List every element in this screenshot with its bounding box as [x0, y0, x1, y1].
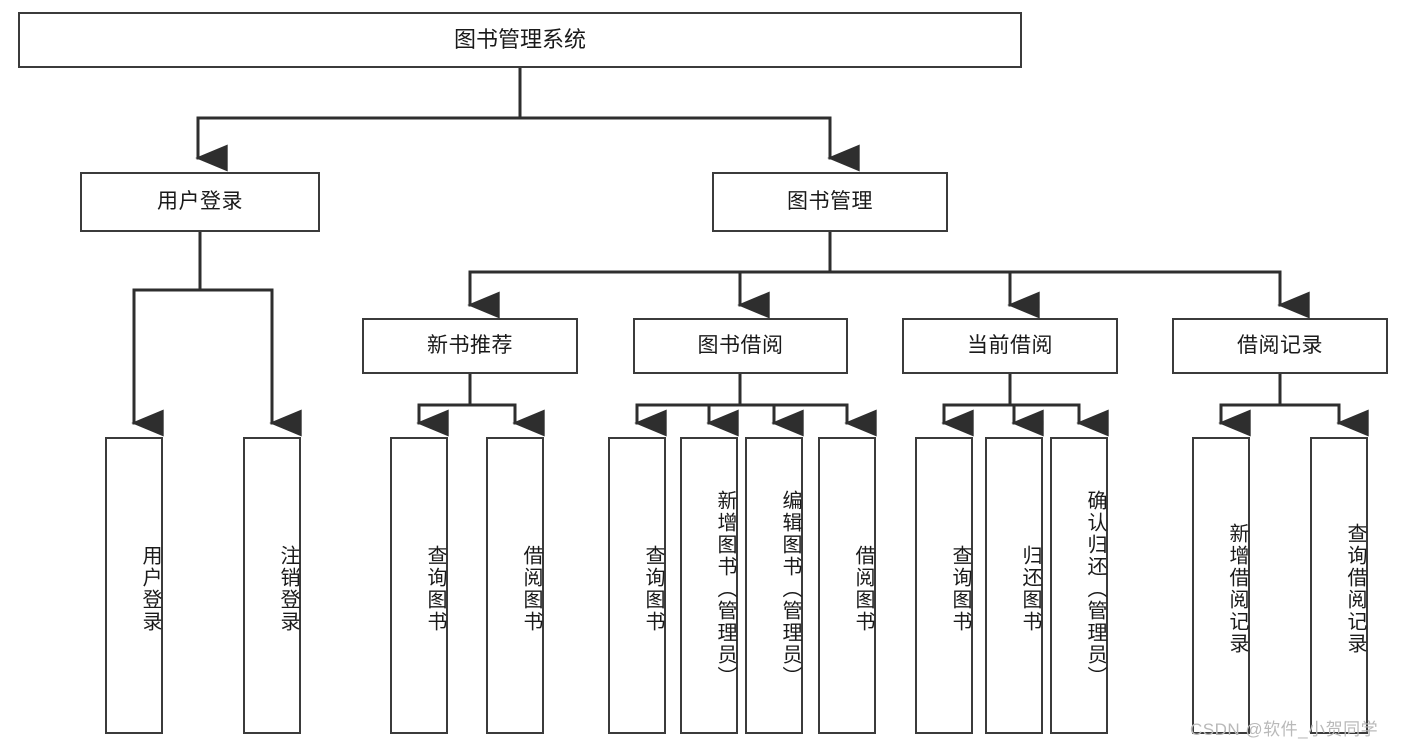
- node-leaf-user-login-label: 用户登录: [139, 544, 161, 633]
- node-new-book-rec-label: 新书推荐: [427, 333, 513, 357]
- node-leaf-query-book-3-label: 查询图书: [949, 544, 971, 633]
- node-leaf-add-book[interactable]: 新增图书（管理员）: [680, 437, 738, 734]
- node-leaf-edit-book[interactable]: 编辑图书（管理员）: [745, 437, 803, 734]
- node-borrow-record[interactable]: 借阅记录: [1172, 318, 1388, 374]
- node-leaf-confirm-return[interactable]: 确认归还（管理员）: [1050, 437, 1108, 734]
- node-leaf-query-book-2-label: 查询图书: [642, 544, 664, 633]
- node-borrow-record-label: 借阅记录: [1237, 333, 1323, 357]
- node-current-borrow-label: 当前借阅: [967, 333, 1053, 357]
- node-leaf-edit-book-label: 编辑图书（管理员）: [779, 489, 801, 688]
- node-leaf-add-book-label: 新增图书（管理员）: [714, 489, 736, 688]
- node-root[interactable]: 图书管理系统: [18, 12, 1022, 68]
- node-leaf-borrow-book-1-label: 借阅图书: [520, 544, 542, 633]
- node-book-borrow[interactable]: 图书借阅: [633, 318, 848, 374]
- node-leaf-borrow-book-2-label: 借阅图书: [852, 544, 874, 633]
- node-leaf-logout-label: 注销登录: [277, 544, 299, 633]
- node-leaf-add-record-label: 新增借阅记录: [1226, 522, 1248, 655]
- node-user-login-label: 用户登录: [157, 189, 243, 213]
- node-user-login[interactable]: 用户登录: [80, 172, 320, 232]
- node-leaf-query-book-2[interactable]: 查询图书: [608, 437, 666, 734]
- node-leaf-query-book-1-label: 查询图书: [424, 544, 446, 633]
- node-leaf-borrow-book-2[interactable]: 借阅图书: [818, 437, 876, 734]
- node-book-manage-label: 图书管理: [787, 189, 873, 213]
- node-leaf-query-record[interactable]: 查询借阅记录: [1310, 437, 1368, 734]
- node-leaf-logout[interactable]: 注销登录: [243, 437, 301, 734]
- node-leaf-query-record-label: 查询借阅记录: [1344, 522, 1366, 655]
- node-current-borrow[interactable]: 当前借阅: [902, 318, 1118, 374]
- node-leaf-query-book-3[interactable]: 查询图书: [915, 437, 973, 734]
- node-leaf-return-book-label: 归还图书: [1019, 544, 1041, 633]
- node-leaf-query-book-1[interactable]: 查询图书: [390, 437, 448, 734]
- node-leaf-return-book[interactable]: 归还图书: [985, 437, 1043, 734]
- node-leaf-borrow-book-1[interactable]: 借阅图书: [486, 437, 544, 734]
- node-leaf-user-login[interactable]: 用户登录: [105, 437, 163, 734]
- node-new-book-rec[interactable]: 新书推荐: [362, 318, 578, 374]
- csdn-watermark: CSDN @软件_小贺同学: [1190, 720, 1379, 739]
- node-book-borrow-label: 图书借阅: [697, 333, 784, 357]
- node-root-label: 图书管理系统: [453, 27, 586, 53]
- node-leaf-confirm-return-label: 确认归还（管理员）: [1084, 489, 1106, 688]
- node-book-manage[interactable]: 图书管理: [712, 172, 948, 232]
- node-leaf-add-record[interactable]: 新增借阅记录: [1192, 437, 1250, 734]
